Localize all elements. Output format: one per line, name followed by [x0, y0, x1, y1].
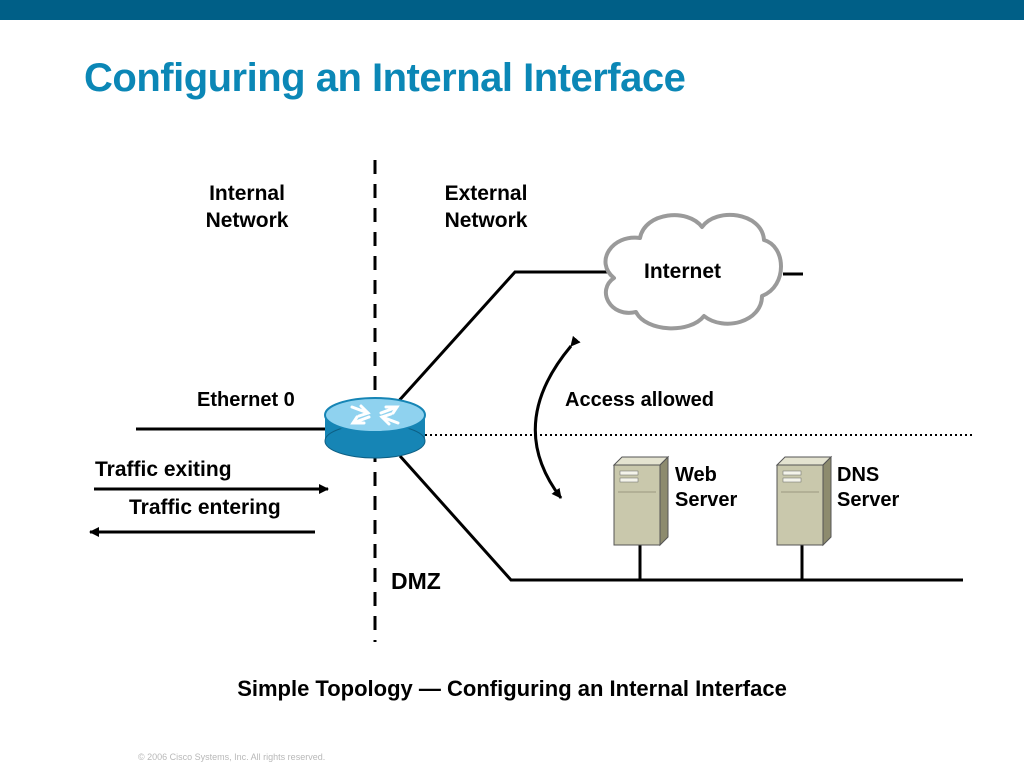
dmz-label: DMZ [391, 568, 441, 594]
internal-network-label-line: Network [205, 209, 289, 232]
copyright-footer: © 2006 Cisco Systems, Inc. All rights re… [138, 752, 326, 762]
top-banner [0, 0, 1024, 20]
dns-server-label: DNS Server [837, 463, 899, 513]
internal-network-label: Internal Network [185, 180, 309, 234]
internal-network-label-line: Internal [209, 182, 285, 205]
internet-label: Internet [644, 260, 722, 283]
dmz-link [398, 454, 963, 582]
web-server-label: Web Server [675, 463, 737, 513]
external-network-label-line: Network [444, 209, 528, 232]
access-allowed-label: Access allowed [565, 389, 714, 411]
traffic-entering-label: Traffic entering [129, 496, 281, 519]
internet-cloud [603, 212, 783, 331]
web-server-label-line: Server [675, 489, 738, 511]
access-allowed-arrow [533, 335, 581, 499]
external-link [394, 270, 615, 406]
web-server-label-line: Web [675, 464, 717, 486]
traffic-exiting-label: Traffic exiting [95, 458, 232, 481]
dns-server-icon [775, 455, 833, 547]
slide-title: Configuring an Internal Interface [84, 56, 686, 100]
dns-server-label-line: DNS [837, 464, 880, 486]
router-icon [324, 397, 426, 459]
external-network-label: External Network [424, 180, 548, 234]
diagram-caption: Simple Topology — Configuring an Interna… [237, 676, 787, 701]
external-network-label-line: External [444, 182, 528, 205]
web-server-icon [612, 455, 670, 547]
dns-server-label-line: Server [837, 489, 900, 511]
ethernet-interface-label: Ethernet 0 [197, 389, 295, 411]
